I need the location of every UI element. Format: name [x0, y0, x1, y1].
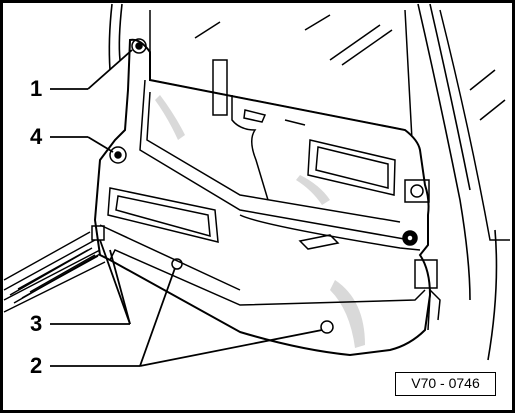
callout-1: 1	[30, 76, 43, 101]
door-frame	[108, 3, 498, 361]
panel-contours	[99, 79, 431, 331]
callout-2: 2	[30, 353, 43, 378]
mounting-points	[91, 38, 334, 334]
figure-code-label: V70 - 0746	[395, 372, 496, 396]
callout-3: 3	[30, 311, 43, 336]
door-fittings	[402, 179, 441, 321]
seatbelt-strap	[212, 59, 306, 201]
door-sill	[3, 231, 106, 313]
panel-shading	[155, 95, 365, 348]
leader-lines	[50, 49, 323, 367]
trim-panel	[93, 38, 432, 357]
callout-4: 4	[30, 124, 43, 149]
